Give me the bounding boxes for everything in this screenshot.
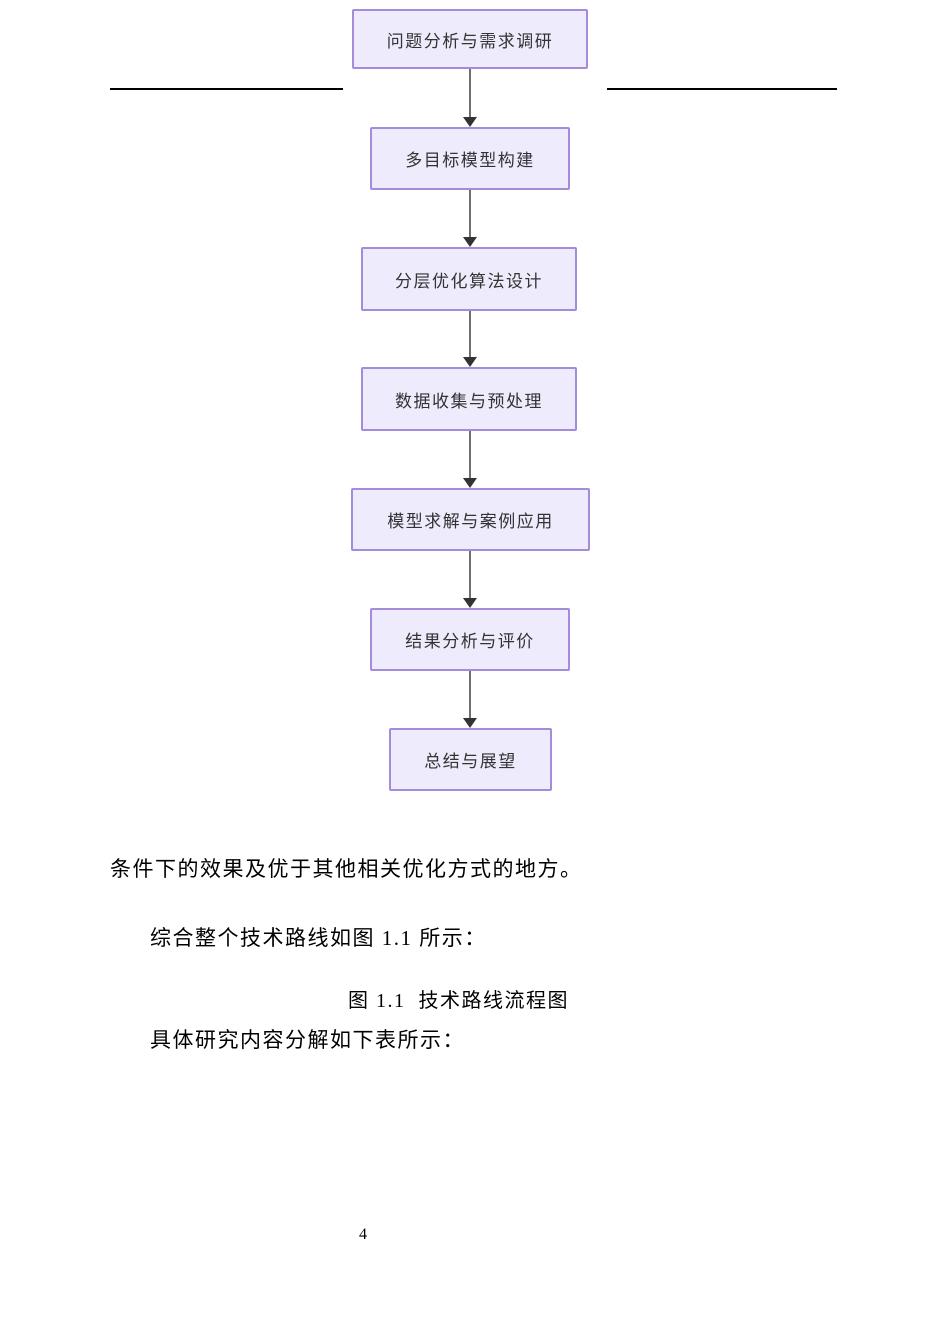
flow-arrow-down-icon [463, 190, 477, 247]
flow-node-result-evaluation: 结果分析与评价 [370, 608, 570, 671]
flow-node-model-construction: 多目标模型构建 [370, 127, 570, 190]
flow-node-problem-analysis: 问题分析与需求调研 [352, 9, 588, 69]
flow-node-label: 分层优化算法设计 [395, 271, 543, 291]
page-number: 4 [359, 1226, 367, 1243]
flow-arrow-down-icon [463, 671, 477, 728]
figure-caption: 图 1.1 技术路线流程图 [348, 990, 569, 1012]
flow-node-algorithm-design: 分层优化算法设计 [361, 247, 577, 311]
header-rule-right [607, 88, 837, 90]
flow-node-label: 总结与展望 [424, 752, 517, 771]
flow-node-label: 多目标模型构建 [405, 151, 535, 170]
flow-arrow-down-icon [463, 311, 477, 367]
flow-node-label: 模型求解与案例应用 [387, 512, 554, 531]
paragraph-table-intro: 具体研究内容分解如下表所示： [150, 1028, 465, 1052]
paragraph-route-intro: 综合整个技术路线如图 1.1 所示： [150, 926, 487, 950]
flow-node-model-solving: 模型求解与案例应用 [351, 488, 590, 551]
header-rule-left [110, 88, 343, 90]
flow-arrow-down-icon [463, 431, 477, 488]
flow-arrow-down-icon [463, 551, 477, 608]
flow-node-label: 数据收集与预处理 [395, 391, 543, 411]
flow-node-summary-outlook: 总结与展望 [389, 728, 552, 791]
flow-node-label: 问题分析与需求调研 [386, 31, 554, 51]
paragraph-condition-effect: 条件下的效果及优于其他相关优化方式的地方。 [110, 857, 583, 881]
flow-arrow-down-icon [463, 69, 477, 127]
flow-node-label: 结果分析与评价 [405, 632, 535, 651]
flow-node-data-preprocessing: 数据收集与预处理 [361, 367, 577, 431]
